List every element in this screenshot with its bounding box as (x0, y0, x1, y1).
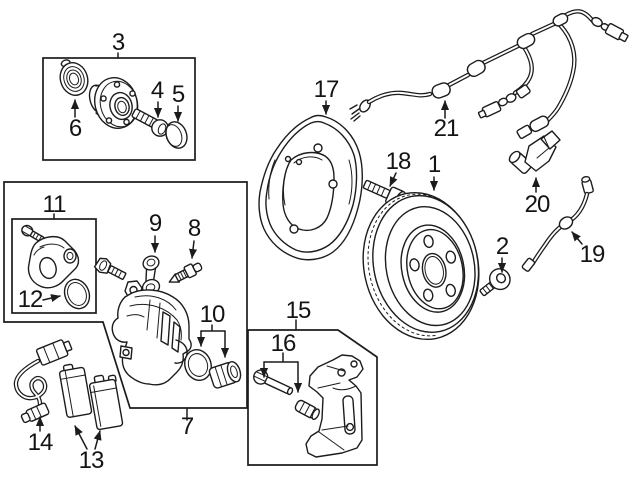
callout-4[interactable]: 4 (151, 77, 165, 118)
callout-12-label[interactable]: 12 (18, 286, 44, 313)
piston-seal-drawing (184, 349, 212, 381)
callout-21[interactable]: 21 (434, 100, 460, 142)
callout-5[interactable]: 5 (172, 81, 186, 122)
callout-14[interactable]: 14 (28, 416, 54, 456)
caliper-pin-bolt-drawing (93, 257, 127, 280)
callout-18-label[interactable]: 18 (386, 148, 412, 175)
wire-harness-drawing (349, 9, 629, 139)
callout-3-label[interactable]: 3 (112, 29, 126, 56)
rotor-screw-drawing (479, 268, 511, 297)
brake-pad-inner-drawing (58, 363, 93, 418)
callout-20-label[interactable]: 20 (525, 191, 551, 218)
parking-actuator-drawing (27, 236, 80, 289)
guide-sleeve-drawing (294, 399, 320, 421)
callout-9-label[interactable]: 9 (149, 210, 163, 237)
callout-9[interactable]: 9 (149, 210, 163, 253)
callout-16-label[interactable]: 16 (271, 330, 297, 357)
hub-bearing-drawing (88, 77, 139, 129)
callout-8-label[interactable]: 8 (188, 215, 202, 242)
guide-pin-drawing (253, 369, 294, 396)
caliper-body-drawing (111, 280, 192, 386)
callout-14-label[interactable]: 14 (28, 429, 54, 456)
callout-7-label[interactable]: 7 (181, 413, 195, 440)
callout-16[interactable]: 16 (259, 330, 303, 393)
callout-4-label[interactable]: 4 (151, 77, 165, 104)
callout-2[interactable]: 2 (496, 233, 510, 273)
speed-sensor-drawing (508, 130, 561, 174)
callout-13[interactable]: 13 (74, 425, 105, 474)
dust-cap-drawing (165, 121, 188, 149)
callout-6[interactable]: 6 (69, 99, 83, 142)
callout-20[interactable]: 20 (525, 177, 551, 218)
brake-hose-drawing (521, 175, 594, 272)
callout-2-label[interactable]: 2 (496, 233, 510, 260)
caliper-bracket-drawing (305, 354, 364, 458)
bleeder-screw-drawing (168, 262, 203, 283)
callout-3[interactable]: 3 (112, 29, 126, 59)
callout-11[interactable]: 11 (43, 191, 68, 220)
splash-shield-drawing (258, 114, 363, 261)
caliper-kit-box (3, 181, 248, 409)
bracket-kit-box (247, 329, 378, 466)
callout-17[interactable]: 17 (314, 76, 340, 115)
callout-11-label[interactable]: 11 (43, 191, 68, 218)
brake-pad-outer-drawing (88, 374, 124, 431)
callout-10[interactable]: 10 (196, 301, 230, 358)
callout-1[interactable]: 1 (428, 151, 442, 191)
abs-sensor-drawing (13, 339, 73, 424)
callout-8[interactable]: 8 (188, 215, 202, 259)
callout-15-label[interactable]: 15 (286, 297, 312, 324)
callout-19[interactable]: 19 (571, 231, 606, 268)
hub-bolt-drawing (131, 108, 169, 137)
callout-21-label[interactable]: 21 (434, 115, 460, 142)
callout-19-label[interactable]: 19 (580, 241, 606, 268)
bearing-seal-drawing (59, 59, 89, 96)
hub-kit-box (42, 57, 196, 161)
actuator-oring-drawing (63, 278, 91, 310)
callout-13-label[interactable]: 13 (79, 447, 105, 474)
callout-18[interactable]: 18 (386, 148, 412, 187)
brake-rotor-drawing (362, 191, 480, 341)
callout-15[interactable]: 15 (286, 297, 312, 331)
callout-10-label[interactable]: 10 (200, 301, 226, 328)
callout-5-label[interactable]: 5 (172, 81, 186, 108)
callout-17-label[interactable]: 17 (314, 76, 340, 103)
callout-7[interactable]: 7 (181, 407, 195, 440)
callout-12[interactable]: 12 (18, 286, 61, 313)
callout-6-label[interactable]: 6 (69, 115, 83, 142)
callout-1-label[interactable]: 1 (428, 151, 442, 178)
piston-boot-drawing (208, 360, 242, 389)
